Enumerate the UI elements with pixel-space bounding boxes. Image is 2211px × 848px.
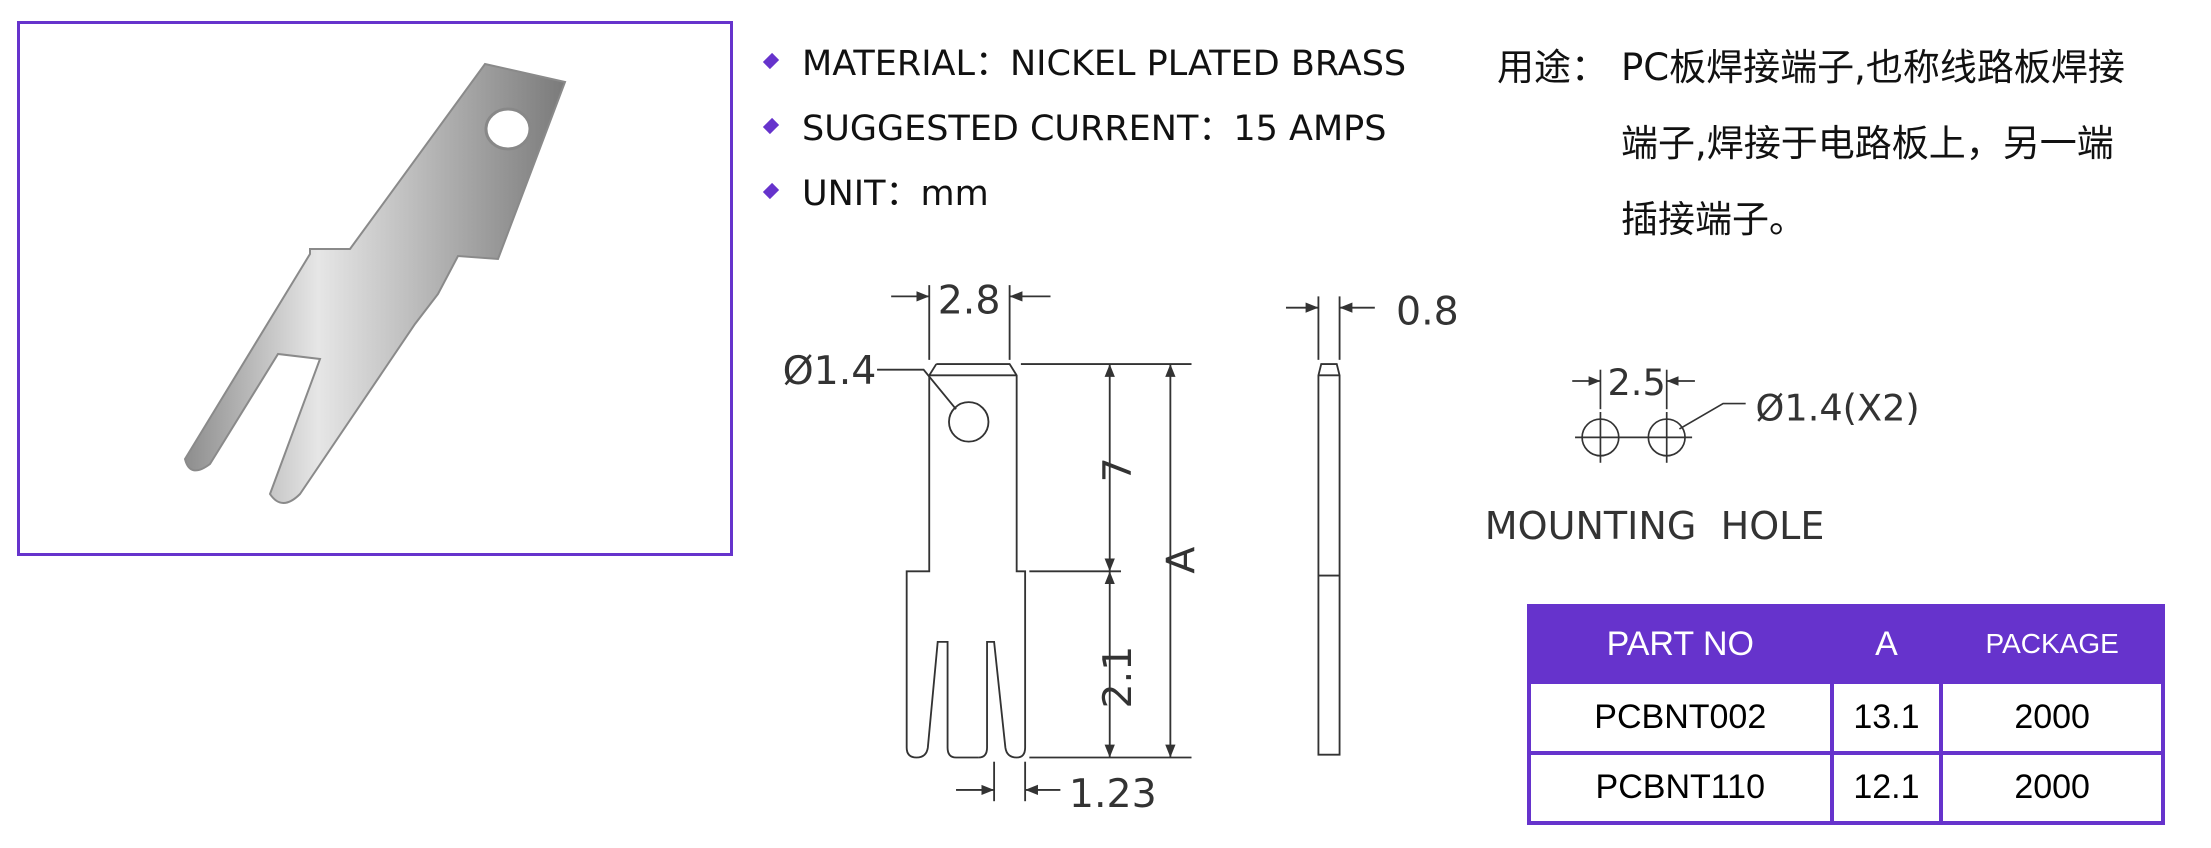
mounting-hole-diagram — [1572, 369, 1746, 463]
dim-width: 2.8 — [938, 277, 1001, 323]
spec-unit: UNIT：mm — [760, 158, 1406, 223]
spec-list: MATERIAL：NICKEL PLATED BRASS SUGGESTED C… — [760, 28, 1406, 223]
cell-a: 13.1 — [1833, 684, 1940, 751]
cell-part-no: PCBNT110 — [1531, 754, 1830, 821]
table-row: PCBNT110 12.1 2000 — [1531, 754, 2161, 821]
mount-title: MOUNTING HOLE — [1485, 504, 1825, 548]
mount-hole-size: Ø1.4(X2) — [1756, 386, 1920, 429]
spec-current: SUGGESTED CURRENT：15 AMPS — [760, 93, 1406, 158]
spec-text: MATERIAL：NICKEL PLATED BRASS — [802, 44, 1407, 84]
terminal-photo-image — [183, 62, 567, 504]
side-view — [1285, 296, 1375, 756]
dim-upper: 7 — [1095, 457, 1141, 482]
header-part-no: PART NO — [1606, 624, 1754, 663]
usage-description: 用途： PC板焊接端子,也称线路板焊接 端子,焊接于电路板上，另一端 插接端子。 — [1497, 30, 2125, 258]
dim-total: A — [1158, 547, 1204, 574]
spec-text: UNIT：mm — [802, 174, 989, 214]
spec-material: MATERIAL：NICKEL PLATED BRASS — [760, 28, 1406, 93]
cell-package: 2000 — [1943, 754, 2161, 821]
cell-part-no: PCBNT002 — [1531, 684, 1830, 751]
front-view — [877, 285, 1192, 802]
table-header-row: PART NO A PACKAGE — [1531, 608, 2161, 680]
table-row: PCBNT002 13.1 2000 — [1531, 684, 2161, 751]
spec-text: SUGGESTED CURRENT：15 AMPS — [802, 109, 1387, 149]
header-a: A — [1875, 624, 1898, 663]
usage-line: 端子,焊接于电路板上，另一端 — [1621, 122, 2114, 165]
mount-pitch: 2.5 — [1607, 361, 1665, 404]
hole-circle — [948, 401, 990, 443]
usage-label: 用途： — [1497, 46, 1608, 89]
usage-line: 插接端子。 — [1621, 198, 1806, 241]
dim-lower: 2.1 — [1095, 646, 1141, 709]
cell-a: 12.1 — [1833, 754, 1940, 821]
usage-line: PC板焊接端子,也称线路板焊接 — [1621, 46, 2125, 89]
dim-thickness: 0.8 — [1396, 289, 1459, 335]
dim-hole: Ø1.4 — [783, 348, 877, 394]
product-photo — [17, 21, 733, 556]
parts-table: PART NO A PACKAGE PCBNT002 13.1 2000 PCB… — [1527, 604, 2165, 825]
cell-package: 2000 — [1943, 684, 2161, 751]
dim-leg: 1.23 — [1069, 771, 1157, 817]
header-package: PACKAGE — [1985, 628, 2119, 659]
